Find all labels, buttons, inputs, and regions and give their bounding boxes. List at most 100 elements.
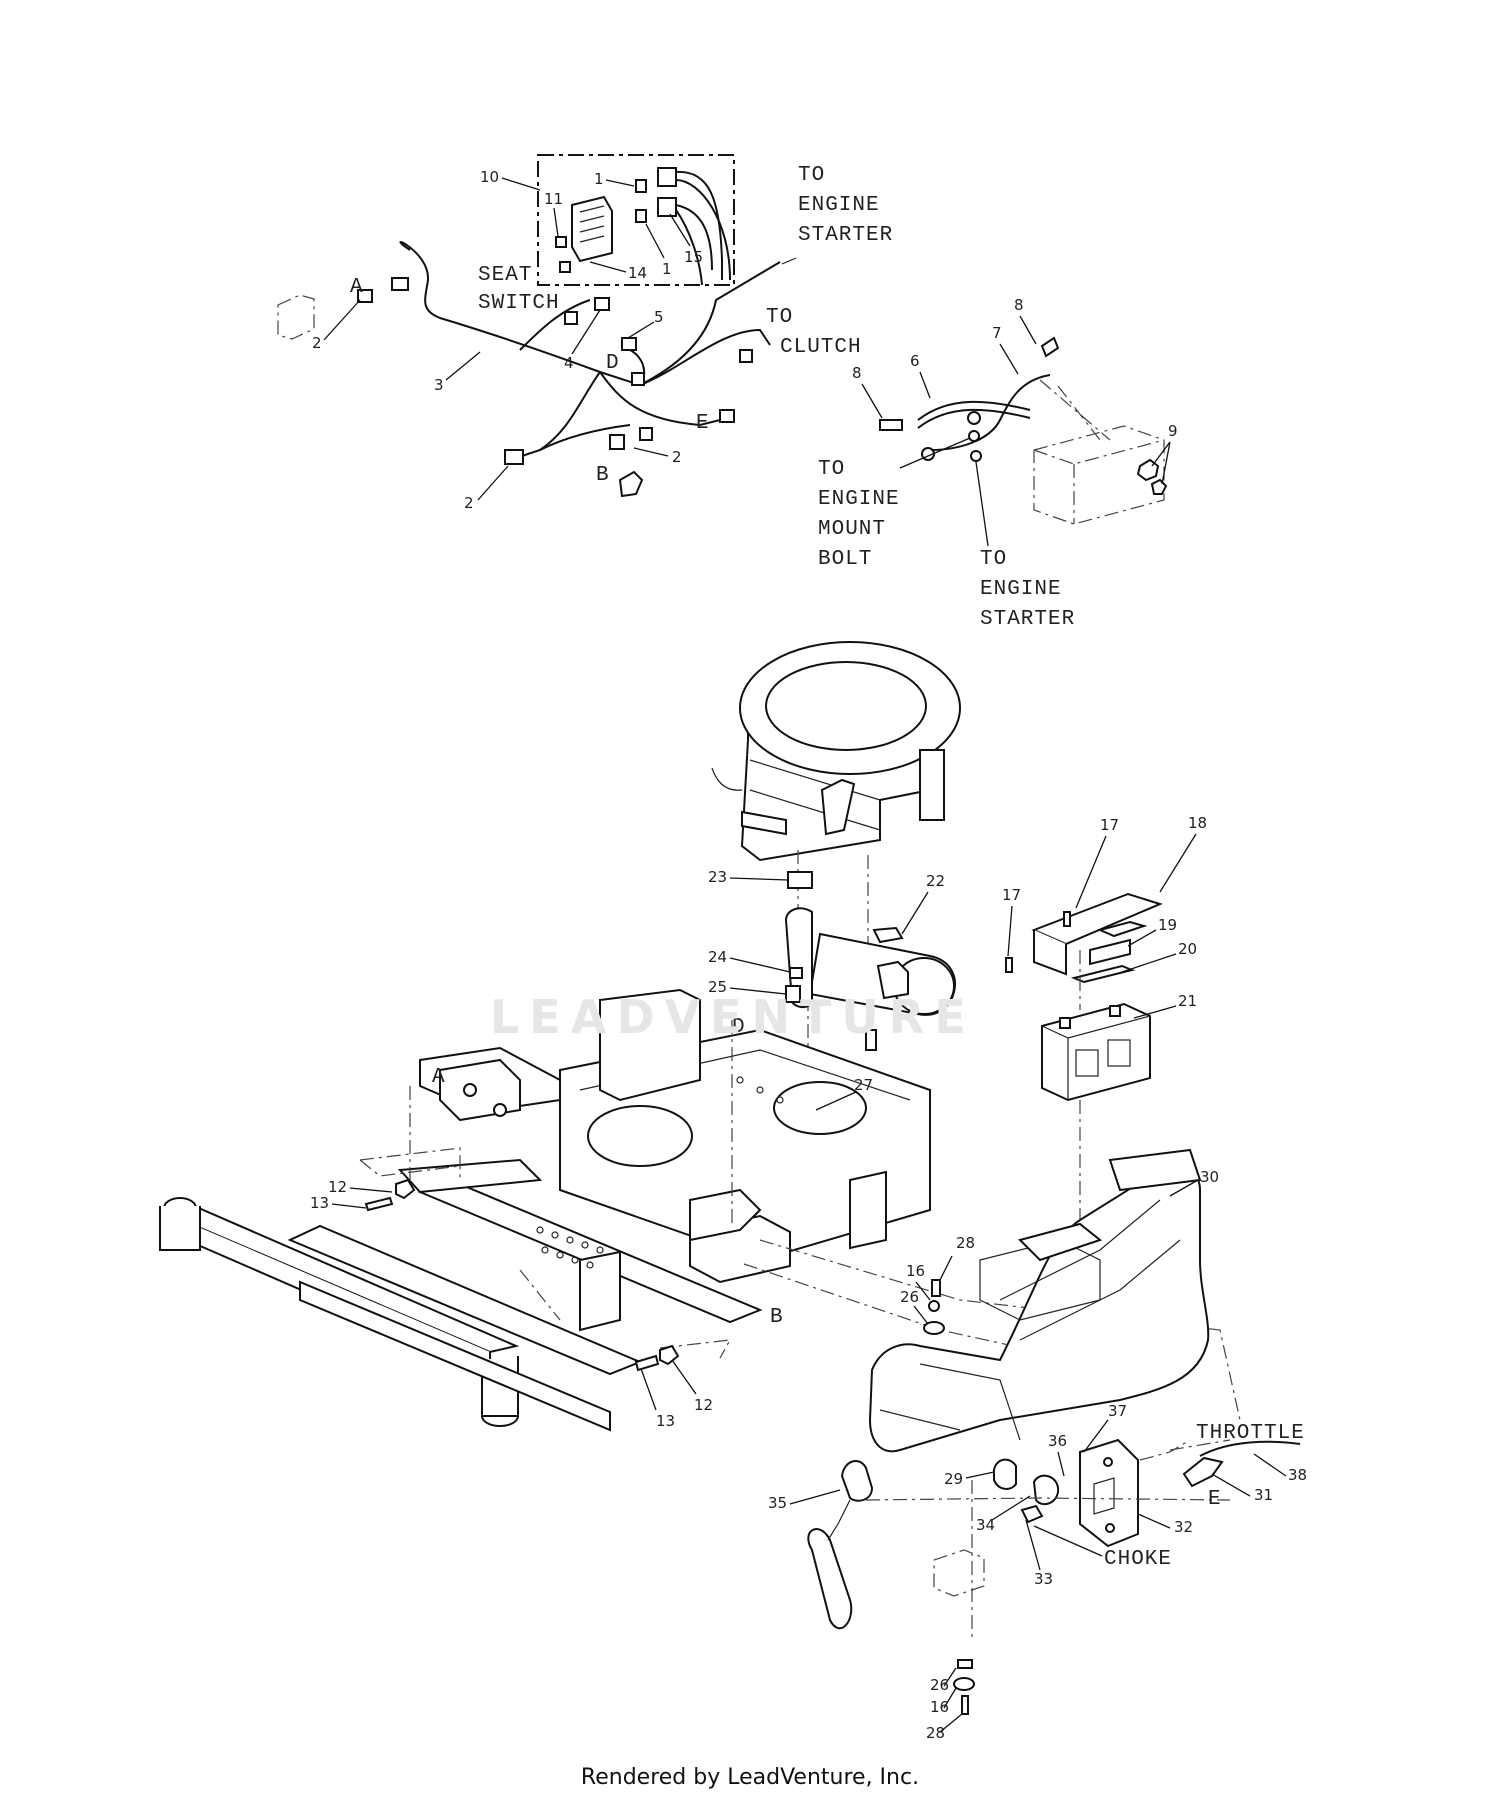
battery-cables-group: [879, 336, 1168, 525]
callout-18: 18: [1188, 814, 1207, 832]
rear-body-fender: [868, 1165, 1210, 1453]
label-to-engine-mount-bolt-3: MOUNT: [818, 518, 886, 541]
label-seat-switch-1: SEAT: [478, 264, 532, 287]
callout-17-upper: 17: [1100, 816, 1119, 834]
battery-outline-dashed: [1033, 425, 1165, 525]
negative-cable: [917, 400, 1031, 421]
callout-26-upper: 26: [900, 1288, 919, 1306]
callout-26-lower: 26: [930, 1676, 949, 1694]
callout-31: 31: [1254, 1486, 1273, 1504]
callout-12-lower: 12: [694, 1396, 713, 1414]
seat-switch-connector: [594, 297, 610, 311]
callout-27: 27: [854, 1076, 873, 1094]
callout-28-upper: 28: [956, 1234, 975, 1252]
label-throttle: THROTTLE: [1196, 1422, 1305, 1445]
engine-labels: 23 22 24 25: [708, 868, 945, 996]
relay-lower: [657, 197, 677, 217]
callout-1-upper: 1: [594, 170, 604, 188]
muffler-group: [784, 871, 956, 1051]
letter-frame-a: A: [432, 1066, 446, 1089]
label-to-engine-starter-top-3: STARTER: [798, 224, 893, 247]
choke-knob: [1020, 1504, 1044, 1524]
label-to-engine-starter-mid-3: STARTER: [980, 608, 1075, 631]
callout-13-lower: 13: [656, 1412, 675, 1430]
label-choke: CHOKE: [1104, 1548, 1172, 1571]
rear-body-group: [868, 1148, 1210, 1453]
battery-hold-down: [1031, 892, 1163, 946]
letter-harness-a: A: [350, 276, 364, 299]
label-seat-switch-2: SWITCH: [478, 292, 560, 315]
callout-23: 23: [708, 868, 727, 886]
letter-frame-b: B: [770, 1306, 784, 1329]
callout-24: 24: [708, 948, 727, 966]
letter-harness-b: B: [596, 464, 610, 487]
label-to-engine-starter-mid-1: TO: [980, 548, 1007, 571]
callout-8-left: 8: [852, 364, 862, 382]
callout-19: 19: [1158, 916, 1177, 934]
key-fob: [807, 1528, 853, 1630]
chassis-labels: A D B 27 12 13 13 12: [310, 1016, 873, 1430]
label-to-clutch-1: TO: [766, 306, 793, 329]
callout-35: 35: [768, 1494, 787, 1512]
callout-1-lower: 1: [662, 260, 672, 278]
callout-11: 11: [544, 190, 563, 208]
positive-cable: [929, 374, 1051, 451]
callout-15: 15: [684, 248, 703, 266]
label-to-engine-starter-top-1: TO: [798, 164, 825, 187]
rear-body-labels: 30 28 16 26: [900, 1168, 1219, 1335]
battery-cable-labels: 8 7 6 8 9 TO ENGINE MOUNT BOLT TO ENGINE…: [818, 296, 1178, 631]
footer-credit: Rendered by LeadVenture, Inc.: [580, 1765, 920, 1790]
control-panel-labels: THROTTLE CHOKE E 37 36 29 35 34 33 32 31…: [768, 1402, 1307, 1742]
engine-group: [711, 641, 961, 1090]
throttle-lever: [1182, 1456, 1224, 1488]
callout-32: 32: [1174, 1518, 1193, 1536]
letter-harness-e: E: [696, 412, 710, 435]
callout-28-lower: 28: [926, 1724, 945, 1742]
callout-30: 30: [1200, 1168, 1219, 1186]
callout-10: 10: [480, 168, 499, 186]
watermark: LEADVENTURE: [490, 990, 976, 1044]
label-to-engine-mount-bolt-4: BOLT: [818, 548, 872, 571]
control-panel-plate: [1079, 1438, 1139, 1548]
callout-22: 22: [926, 872, 945, 890]
main-harness-wire: [399, 240, 641, 386]
battery: [1041, 1002, 1151, 1102]
key-switch: [1032, 1474, 1060, 1506]
callout-6: 6: [910, 352, 920, 370]
wiring-harness-group: [277, 154, 797, 498]
chassis-frame-group: [159, 988, 1241, 1432]
callout-8-upper: 8: [1014, 296, 1024, 314]
letter-harness-d: D: [606, 352, 620, 375]
harness-labels: TO ENGINE STARTER TO CLUTCH SEAT SWITCH …: [312, 164, 893, 512]
label-to-engine-mount-bolt-2: ENGINE: [818, 488, 900, 511]
callout-20: 20: [1178, 940, 1197, 958]
callout-4: 4: [564, 354, 574, 372]
callout-2-b: 2: [672, 448, 682, 466]
callout-21: 21: [1178, 992, 1197, 1010]
label-to-clutch-2: CLUTCH: [780, 336, 862, 359]
callout-33: 33: [1034, 1570, 1053, 1588]
callout-9: 9: [1168, 422, 1178, 440]
label-to-engine-starter-top-2: ENGINE: [798, 194, 880, 217]
callout-3: 3: [434, 376, 444, 394]
callout-5: 5: [654, 308, 664, 326]
callout-13-upper: 13: [310, 1194, 329, 1212]
front-axle-beam: [165, 1204, 520, 1354]
label-to-engine-starter-mid-2: ENGINE: [980, 578, 1062, 601]
relay-upper: [657, 167, 677, 187]
battery-box-labels: 17 18 17 19 20 21: [1002, 814, 1207, 1019]
callout-7: 7: [992, 324, 1002, 342]
module-kit-box: [537, 154, 735, 286]
letter-frame-d: D: [732, 1016, 746, 1039]
callout-17-left: 17: [1002, 886, 1021, 904]
letter-frame-e: E: [1208, 1488, 1222, 1511]
callout-25: 25: [708, 978, 727, 996]
label-to-engine-mount-bolt-1: TO: [818, 458, 845, 481]
callout-36: 36: [1048, 1432, 1067, 1450]
callout-16-upper: 16: [906, 1262, 925, 1280]
callout-2-c: 2: [464, 494, 474, 512]
control-panel-group: [807, 1438, 1301, 1715]
callout-14: 14: [628, 264, 647, 282]
callout-29: 29: [944, 1470, 963, 1488]
